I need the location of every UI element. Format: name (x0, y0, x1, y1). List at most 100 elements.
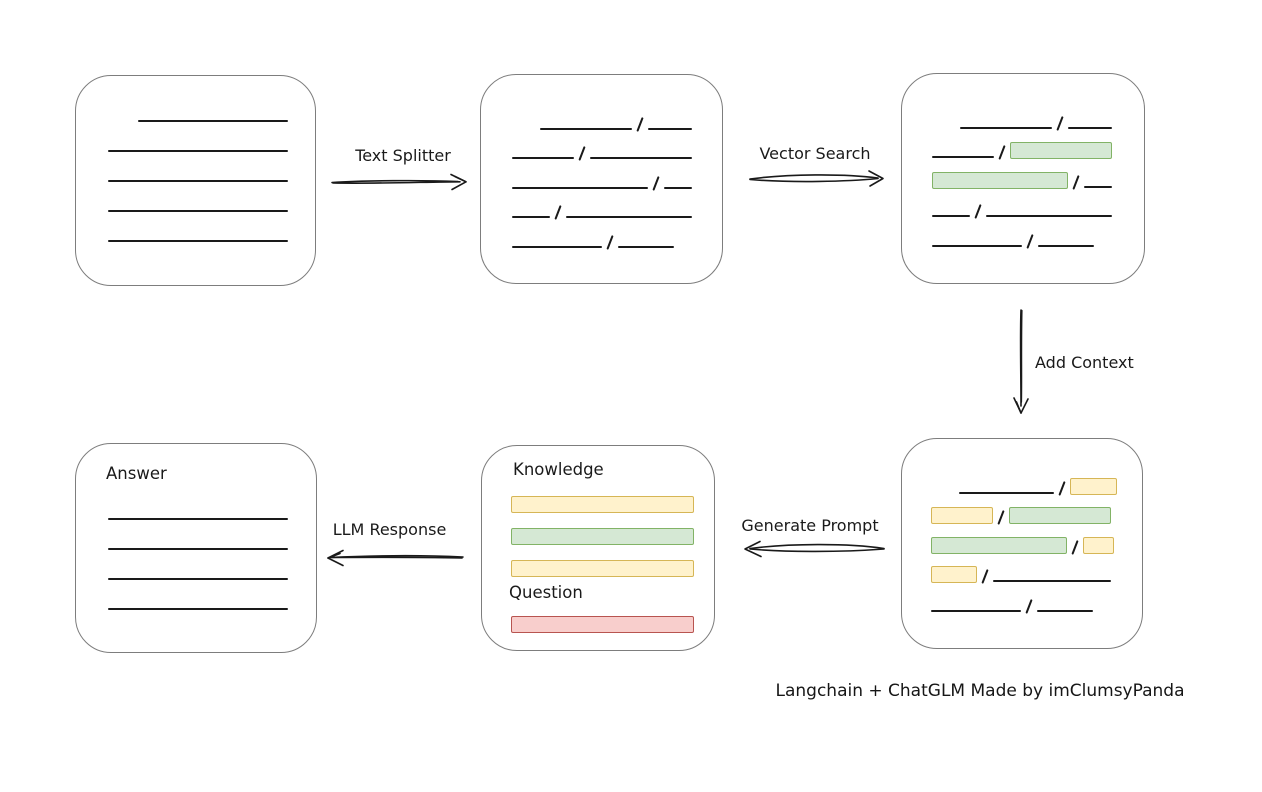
slash-mark (974, 204, 982, 219)
text-row (932, 189, 1113, 219)
yellow-bar (511, 560, 694, 577)
vector-matches-rows (932, 100, 1113, 249)
text-line (540, 127, 632, 130)
text-row (512, 101, 693, 132)
slash-mark (1072, 174, 1080, 190)
text-line (993, 580, 1112, 582)
answer-lines (108, 491, 288, 611)
context-chunks-box (901, 438, 1143, 649)
text-row (108, 521, 288, 551)
slash-mark (997, 510, 1005, 525)
slash-mark (1071, 539, 1079, 555)
right-arrow-icon (331, 173, 467, 191)
text-row (108, 491, 288, 521)
credit-text: Langchain + ChatGLM Made by imClumsyPand… (775, 681, 1185, 701)
green-highlight-bar (1009, 507, 1112, 524)
green-highlight-bar (932, 171, 1068, 189)
left-arrow-icon (744, 540, 885, 558)
slash-mark (578, 146, 586, 161)
left-arrow-icon (327, 549, 464, 567)
text-line (108, 578, 288, 580)
vector-matches-box (901, 73, 1145, 284)
slash-mark (1056, 115, 1064, 131)
answer-label: Answer (106, 464, 167, 483)
add-context-arrow (1010, 308, 1032, 418)
slash-mark (606, 234, 614, 250)
text-line (1068, 126, 1113, 129)
text-row (512, 190, 693, 220)
text-row (932, 100, 1113, 131)
text-row (931, 554, 1117, 584)
red-bar (511, 616, 694, 633)
text-line (931, 609, 1021, 612)
slash-mark (1026, 233, 1034, 249)
text-row (512, 219, 692, 250)
text-row (108, 153, 288, 183)
green-bar (511, 528, 694, 545)
text-line (566, 216, 693, 218)
question-bars (511, 616, 694, 633)
slash-mark (554, 205, 562, 220)
text-line (959, 491, 1054, 494)
text-row (932, 218, 1112, 249)
text-line (108, 608, 288, 610)
text-line (664, 186, 693, 189)
slash-mark (1058, 480, 1066, 496)
vector-search-arrow (748, 167, 888, 189)
text-line (512, 216, 550, 218)
green-highlight-bar (1010, 142, 1113, 159)
text-line (1084, 185, 1113, 188)
text-line (138, 120, 288, 122)
slash-mark (636, 116, 644, 132)
text-row (108, 123, 288, 153)
text-line (648, 127, 693, 130)
text-row (931, 495, 1117, 525)
text-line (590, 157, 693, 159)
text-line (108, 518, 288, 520)
text-row (932, 130, 1113, 160)
slash-mark (1025, 598, 1033, 614)
slash-mark (998, 145, 1006, 160)
text-line (512, 186, 648, 189)
yellow-highlight-bar (1083, 536, 1115, 554)
text-line (960, 126, 1052, 129)
text-row (931, 524, 1117, 555)
text-line (986, 215, 1113, 217)
split-text-box (480, 74, 723, 284)
yellow-highlight-bar (931, 507, 993, 524)
yellow-highlight-bar (931, 566, 977, 583)
text-line (512, 245, 602, 248)
knowledge-label: Knowledge (513, 460, 604, 479)
text-line (932, 244, 1022, 247)
text-row (931, 465, 1118, 496)
text-line (108, 180, 288, 182)
slash-mark (981, 569, 989, 584)
text-row (512, 131, 693, 161)
text-line (932, 215, 970, 217)
document-lines (108, 93, 288, 243)
slash-mark (652, 175, 660, 191)
prompt-box: Knowledge Question (481, 445, 715, 651)
llm-response-arrow (320, 547, 465, 569)
text-row (108, 581, 288, 611)
knowledge-bars (511, 496, 694, 577)
yellow-highlight-bar (1070, 477, 1118, 495)
text-row (108, 93, 288, 123)
right-arrow-icon (749, 170, 884, 187)
text-splitter-arrow (330, 169, 470, 193)
generate-prompt-label: Generate Prompt (741, 516, 879, 535)
text-row (108, 213, 288, 243)
text-line (1038, 244, 1095, 247)
text-line (108, 150, 288, 152)
context-chunks-rows (931, 465, 1118, 614)
llm-response-label: LLM Response (332, 520, 447, 539)
generate-prompt-arrow (738, 538, 886, 560)
text-line (108, 548, 288, 550)
text-line (618, 245, 675, 248)
text-row (932, 159, 1113, 190)
yellow-bar (511, 496, 694, 513)
text-line (108, 210, 288, 212)
add-context-label: Add Context (1035, 353, 1134, 372)
answer-box: Answer (75, 443, 317, 653)
